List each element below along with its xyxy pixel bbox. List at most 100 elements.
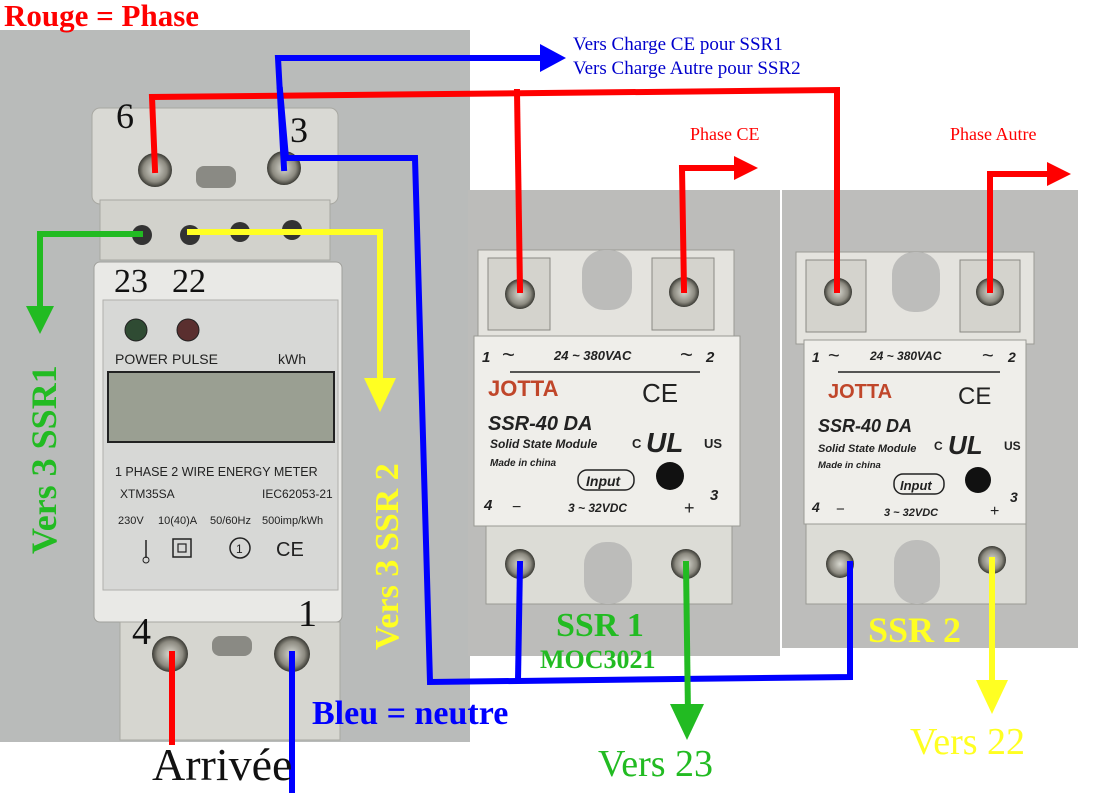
meter-power-label: POWER xyxy=(115,351,168,367)
meter-spec-imp: 500imp/kWh xyxy=(262,515,323,527)
ssr2-terminal-4: 4 xyxy=(811,499,820,515)
ssr1-name-label: SSR 1 xyxy=(556,607,644,644)
terminal-6-label: 6 xyxy=(116,96,134,136)
meter-pulse-label: PULSE xyxy=(172,351,218,367)
ssr2-terminal-3: 3 xyxy=(1010,489,1018,505)
meter-top-slot xyxy=(196,166,236,188)
meter-spec-voltage: 230V xyxy=(118,515,144,527)
ssr2-c-mark: C xyxy=(934,439,943,453)
ssr2-control-wires xyxy=(187,229,995,693)
ssr1-c-mark: C xyxy=(632,436,642,451)
meter-model-text: XTM35SA xyxy=(120,487,175,501)
phase-ce-arrow-icon xyxy=(734,156,758,180)
ssr2-brand-logo: JOTTA xyxy=(828,381,892,403)
ssr2-tilde-left: ~ xyxy=(828,345,840,367)
ssr1-us-mark: US xyxy=(704,436,722,451)
vers-22-label: Vers 22 xyxy=(910,721,1025,763)
phase-wire-to-ssr1 xyxy=(513,88,524,294)
ssr2-ctrl-wire-meter xyxy=(187,229,383,388)
legend-phase: Rouge = Phase xyxy=(4,0,199,33)
ssr1-label-plate xyxy=(473,335,741,527)
ssr2-ac-range: 24 ~ 380VAC xyxy=(869,349,942,363)
ssr1-dc-range: 3 ~ 32VDC xyxy=(568,501,627,515)
phase-wire-autre-out xyxy=(987,171,1058,293)
ssr1-plus: + xyxy=(684,498,695,518)
ssr1-bottom-notch xyxy=(584,542,632,604)
ssr2-terminal-2: 2 xyxy=(1007,349,1016,365)
phase-wire-ce-out xyxy=(678,165,745,294)
ssr2-ctrl-arrow-meter-icon xyxy=(364,378,396,412)
terminal-23-label: 23 xyxy=(114,263,148,300)
meter-spec-freq: 50/60Hz xyxy=(210,515,251,527)
class-one-icon xyxy=(229,537,251,559)
ssr1-input-box xyxy=(577,469,635,491)
class-one-digit: 1 xyxy=(236,542,243,556)
ssr1-made-in: Made in china xyxy=(490,458,557,469)
power-led-icon xyxy=(124,318,148,342)
terminal-3-label: 3 xyxy=(290,110,308,150)
ssr1-indicator-led xyxy=(656,462,684,490)
ssr2-top-notch xyxy=(892,252,940,312)
ssr1-terminal-4: 4 xyxy=(483,497,493,514)
ssr2-input-box xyxy=(893,473,945,495)
ssr1-ac-range: 24 ~ 380VAC xyxy=(553,348,632,363)
ssr1-ctrl-arrow-meter-icon xyxy=(26,306,54,334)
thermometer-bulb-icon xyxy=(142,556,150,564)
phase-autre-label: Phase Autre xyxy=(950,124,1036,144)
neutral-wires xyxy=(274,55,853,793)
phase-ce-label: Phase CE xyxy=(690,124,760,144)
meter-front-panel xyxy=(102,299,339,591)
ssr2-made-in: Made in china xyxy=(818,460,881,471)
phase-wire-bus xyxy=(148,86,840,293)
ssr1-ctrl-arrow-ssr-icon xyxy=(670,704,704,740)
ssr2-tilde-right: ~ xyxy=(982,345,994,367)
neutral-legend: Bleu = neutre xyxy=(312,695,508,732)
ssr1-control-wires xyxy=(37,231,692,719)
ssr2-ce-mark: CE xyxy=(958,383,991,410)
ssr1-description: Solid State Module xyxy=(490,437,598,451)
ssr2-us-mark: US xyxy=(1004,439,1021,453)
load-label-line-1: Vers Charge CE pour SSR1 xyxy=(573,34,783,55)
pulse-led-icon xyxy=(176,318,200,342)
meter-lcd-display xyxy=(107,371,335,443)
energy-meter: POWER PULSE kWh 1 PHASE 2 WIRE ENERGY ME… xyxy=(91,107,343,741)
terminal-4-label: 4 xyxy=(132,611,151,653)
ssr2-minus: − xyxy=(836,501,845,518)
ssr2-input-label: Input xyxy=(900,478,932,493)
ssr1-ctrl-wire-meter xyxy=(37,231,143,318)
neutral-wire-bus xyxy=(276,86,853,686)
vers-3-ssr2-label: Vers 3 SSR 2 xyxy=(369,463,406,650)
terminal-22-label: 22 xyxy=(172,263,206,300)
neutral-wire-ssr1 xyxy=(514,560,524,684)
ssr1-tilde-right: ~ xyxy=(680,342,693,367)
ssr1-ce-mark: CE xyxy=(642,378,678,408)
ssr1-brand-logo: JOTTA xyxy=(488,376,559,401)
double-insulation-inner-icon xyxy=(177,543,187,553)
ssr2-name-label: SSR 2 xyxy=(868,610,961,650)
ssr1-terminal-2: 2 xyxy=(705,349,715,366)
terminal-1-label: 1 xyxy=(298,593,317,635)
ssr1-terminal-1: 1 xyxy=(482,349,490,366)
neutral-load-arrow-icon xyxy=(540,44,566,72)
ssr2-bottom-notch xyxy=(894,540,940,604)
ssr1-tilde-left: ~ xyxy=(502,342,515,367)
ssr2-ctrl-arrow-ssr-icon xyxy=(976,680,1008,714)
ssr1-terminal-3: 3 xyxy=(710,487,719,504)
ssr2-indicator-led xyxy=(965,467,991,493)
ssr1-model: SSR-40 DA xyxy=(488,413,592,435)
meter-spec-current: 10(40)A xyxy=(158,515,198,527)
meter-title-text: 1 PHASE 2 WIRE ENERGY METER xyxy=(115,465,318,479)
ssr1-moc-label: MOC3021 xyxy=(540,645,656,674)
ssr1-screw-1 xyxy=(505,279,535,309)
ssr2-module: 1 ~ 24 ~ 380VAC ~ 2 JOTTA CE SSR-40 DA C… xyxy=(795,251,1035,605)
ssr1-input-label: Input xyxy=(586,473,622,489)
load-label-line-2: Vers Charge Autre pour SSR2 xyxy=(573,58,801,79)
ssr2-description: Solid State Module xyxy=(818,443,916,455)
ssr1-module: 1 ~ 24 ~ 380VAC ~ 2 JOTTA CE SSR-40 DA C… xyxy=(473,249,741,605)
ssr2-dc-range: 3 ~ 32VDC xyxy=(884,507,939,519)
ssr1-ul-logo: UL xyxy=(646,427,683,458)
meter-unit-label: kWh xyxy=(278,351,306,367)
ssr2-plus: + xyxy=(990,503,999,520)
vers-3-ssr1-label: Vers 3 SSR1 xyxy=(24,365,64,554)
